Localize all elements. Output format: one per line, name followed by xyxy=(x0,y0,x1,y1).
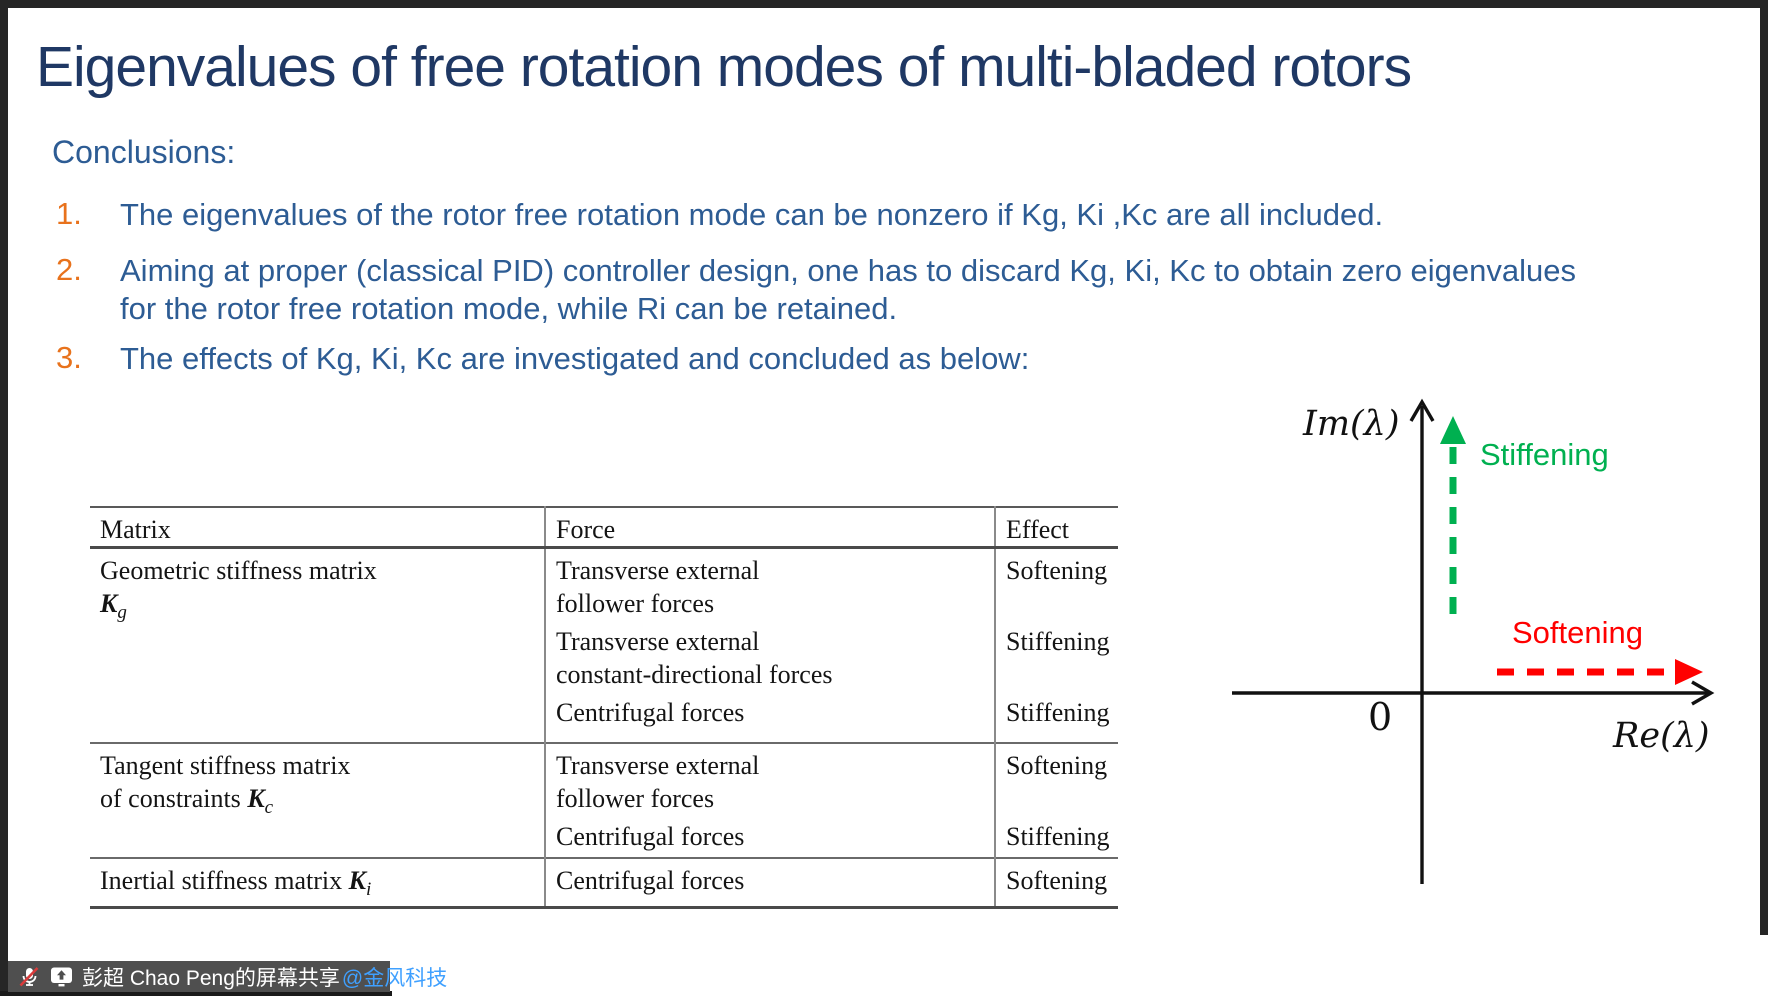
list-item-text: The effects of Kg, Ki, Kc are investigat… xyxy=(120,341,1030,376)
list-item-text: The eigenvalues of the rotor free rotati… xyxy=(120,197,1384,232)
force-cell: Transverse external constant-directional… xyxy=(545,620,996,691)
real-axis-arrowhead-icon xyxy=(1691,680,1715,706)
table-row: Centrifugal forces Stiffening xyxy=(90,815,1118,858)
list-item-number: 3. xyxy=(56,340,82,375)
table-row: Geometric stiffness matrix Kg Transverse… xyxy=(90,547,1118,743)
slide-title: Eigenvalues of free rotation modes of mu… xyxy=(36,35,1412,99)
effect-cell: Softening xyxy=(1006,866,1108,895)
softening-label: Softening xyxy=(1512,615,1643,650)
window-frame-bottom xyxy=(0,991,392,996)
list-item: 3. The effects of Kg, Ki, Kc are investi… xyxy=(56,340,1620,378)
effect-cell: Stiffening xyxy=(1006,698,1110,727)
list-item: 2. Aiming at proper (classical PID) cont… xyxy=(56,252,1620,328)
screen-share-bar[interactable]: 彭超 Chao Peng的屏幕共享 @金风科技 xyxy=(8,961,447,992)
eigenvalue-plane-diagram: Im(λ) Re(λ) 0 Stiffening Softening xyxy=(1232,398,1715,884)
effect-cell: Softening xyxy=(1006,751,1108,780)
window-frame-right xyxy=(1760,0,1768,935)
matrix-subscript: i xyxy=(365,879,372,901)
list-item-number: 2. xyxy=(56,252,82,287)
microphone-muted-icon xyxy=(19,966,39,986)
window-frame-left xyxy=(0,0,8,996)
effects-table: Matrix Force Effect Geometric stiffness … xyxy=(90,506,1118,910)
column-header-effect: Effect xyxy=(1006,515,1070,544)
table-row: Tangent stiffness matrix of constraints … xyxy=(90,743,1118,858)
matrix-cell: Inertial stiffness matrix Ki xyxy=(90,858,546,908)
matrix-subscript: c xyxy=(264,797,274,819)
matrix-cell: Geometric stiffness matrix Kg xyxy=(90,547,546,743)
imaginary-axis-label: Im(λ) xyxy=(1302,404,1400,444)
table-header-row: Matrix Force Effect xyxy=(90,507,1118,548)
force-cell: Transverse external follower forces xyxy=(545,547,996,620)
column-header-force: Force xyxy=(545,507,996,548)
table-row: Transverse external constant-directional… xyxy=(90,620,1118,691)
matrix-name: Inertial stiffness matrix xyxy=(100,866,349,895)
origin-label: 0 xyxy=(1368,695,1392,739)
column-header-matrix: Matrix xyxy=(90,507,546,548)
conclusions-heading: Conclusions: xyxy=(52,134,236,170)
force-cell: Transverse external follower forces xyxy=(545,743,996,815)
effect-cell: Stiffening xyxy=(1006,822,1110,851)
list-item-number: 1. xyxy=(56,196,82,231)
matrix-symbol: K xyxy=(100,589,118,618)
table-row: Inertial stiffness matrix Ki Centrifugal… xyxy=(90,858,1118,908)
list-item-text: Aiming at proper (classical PID) control… xyxy=(120,253,1577,326)
real-axis-label: Re(λ) xyxy=(1612,716,1710,756)
effect-cell: Stiffening xyxy=(1006,627,1110,656)
list-item: 1. The eigenvalues of the rotor free rot… xyxy=(56,196,1620,234)
effect-cell: Softening xyxy=(1006,556,1108,585)
stiffening-label: Stiffening xyxy=(1480,437,1609,472)
stiffening-arrowhead-icon xyxy=(1440,416,1466,444)
matrix-name: Tangent stiffness matrix xyxy=(100,751,351,780)
force-cell: Centrifugal forces xyxy=(545,815,996,858)
window-frame-top xyxy=(0,0,1768,8)
force-cell: Centrifugal forces xyxy=(545,691,996,743)
table-row: Centrifugal forces Stiffening xyxy=(90,691,1118,743)
matrix-name: Geometric stiffness matrix xyxy=(100,556,377,585)
presenter-share-label: 彭超 Chao Peng的屏幕共享 xyxy=(82,966,340,990)
matrix-symbol: K xyxy=(247,784,265,813)
force-cell: Centrifugal forces xyxy=(545,858,996,908)
matrix-subscript: g xyxy=(117,602,127,624)
mention-link[interactable]: @金风科技 xyxy=(341,966,448,990)
imaginary-axis-arrowhead-icon xyxy=(1409,398,1435,422)
screen-share-icon xyxy=(51,967,72,986)
matrix-cell: Tangent stiffness matrix of constraints … xyxy=(90,743,546,858)
matrix-symbol: K xyxy=(348,866,366,895)
softening-arrowhead-icon xyxy=(1675,659,1703,685)
